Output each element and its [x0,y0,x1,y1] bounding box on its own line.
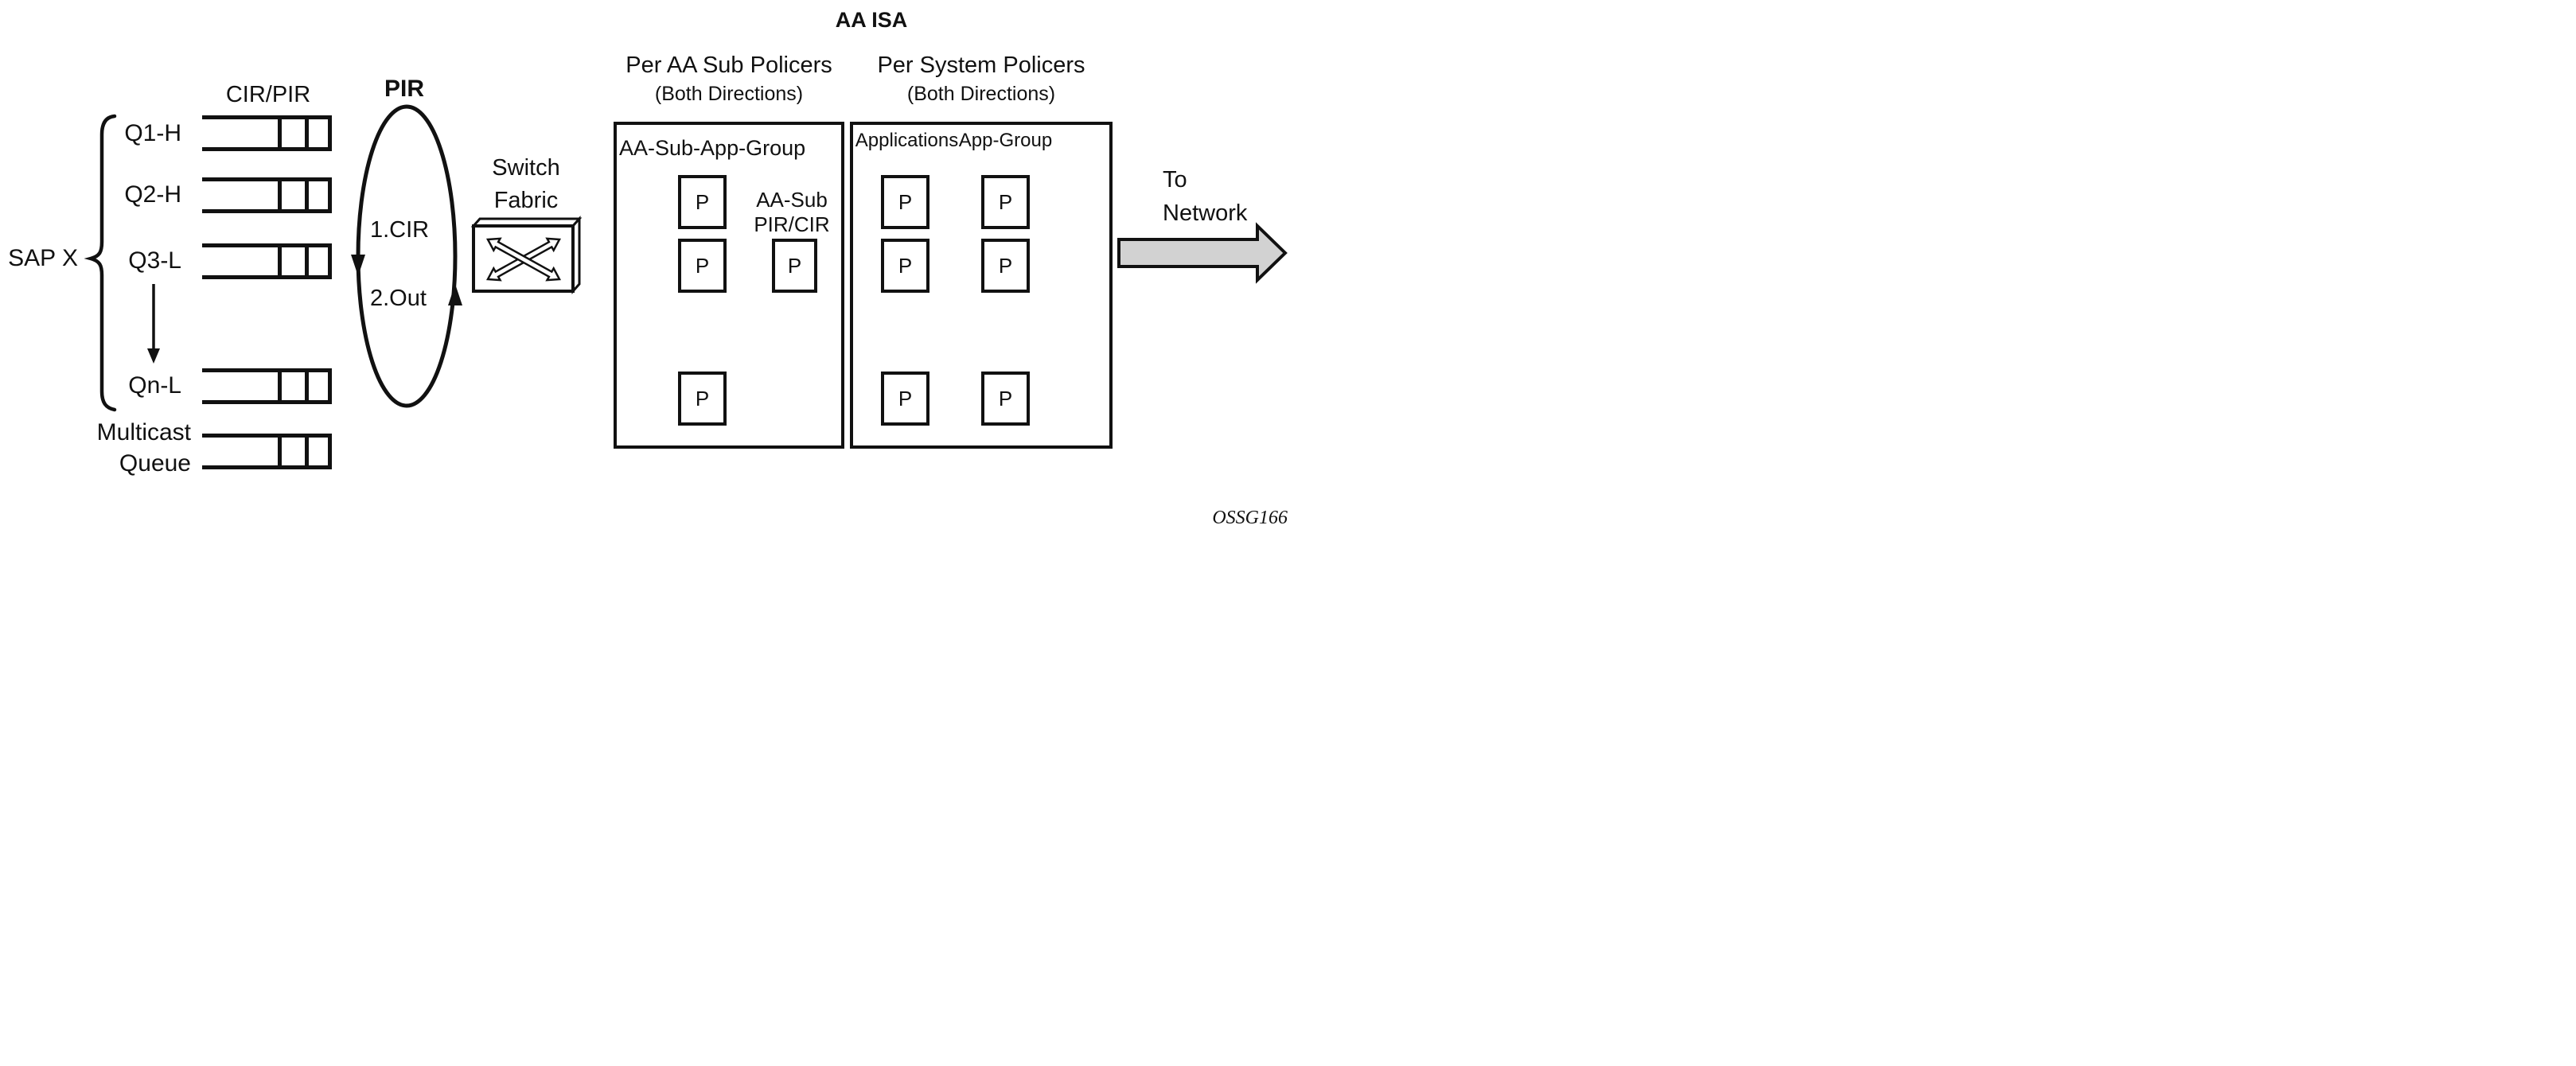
pir-scheduler-loop [351,104,462,408]
policer-letter: P [898,253,913,278]
policer-box: P [678,372,727,426]
queue-cell-divider [305,247,309,275]
app-group-column-label: App-Group [958,130,1053,151]
queue-cell-divider [305,181,309,209]
queue-label-qn: Qn-L [128,372,181,399]
system-policers-heading: Per System Policers [877,53,1085,78]
policer-box: P [981,175,1030,229]
queue-qn [202,368,332,404]
queue-q1 [202,115,332,151]
policer-box: P [678,239,727,293]
policer-box: P [772,239,817,293]
queue-cell-divider [305,119,309,147]
aa-sub-pir-cir-label-line2: PIR/CIR [754,212,830,236]
to-network-label: To Network [1163,163,1247,230]
cir-pir-header: CIR/PIR [225,82,311,107]
diagram-canvas: AA ISA Per AA Sub Policers (Both Directi… [0,0,1288,533]
policer-letter: P [695,189,710,214]
pir-scheduler-title: PIR [384,76,424,102]
policer-box: P [981,239,1030,293]
policer-letter: P [695,253,710,278]
queue-cell-divider [305,438,309,465]
queue-cell-divider [278,119,282,147]
aa-sub-policers-heading: Per AA Sub Policers [625,53,832,78]
queue-multicast [202,434,332,469]
scheduler-step1-label: 1.CIR [370,217,430,243]
policer-letter: P [898,189,913,214]
diagram-title: AA ISA [835,8,908,32]
loop-arrowhead-up-icon [448,284,462,305]
switch-fabric-label-line2: Fabric [493,188,559,213]
policer-letter: P [998,386,1013,410]
queue-label-q1: Q1-H [124,120,181,146]
policer-box: P [981,372,1030,426]
multicast-queue-label-line1: Multicast [96,419,191,445]
multicast-queue-label-line2: Queue [119,450,191,477]
system-policers-subheading: (Both Directions) [906,83,1056,105]
loop-arrowhead-down-icon [351,255,365,276]
policer-box: P [881,372,929,426]
policer-box: P [678,175,727,229]
aa-sub-pir-cir-label: AA-Sub PIR/CIR [740,188,844,237]
queue-cell-divider [278,181,282,209]
applications-column-label: Applications [855,130,959,151]
queue-cell-divider [305,372,309,400]
crossbar-arrow-icon [485,237,562,282]
queue-cell-divider [278,247,282,275]
switch-fabric-label: Switch Fabric [470,152,582,217]
policer-box: P [881,175,929,229]
aa-sub-app-group-label: AA-Sub-App-Group [619,136,806,160]
switch-fabric-label-line1: Switch [492,155,560,181]
queue-cell-divider [278,372,282,400]
aa-sub-policers-subheading: (Both Directions) [654,83,804,105]
queue-q3 [202,243,332,279]
policer-letter: P [695,386,710,410]
policer-box: P [881,239,929,293]
queue-label-q2: Q2-H [124,181,181,208]
crossbar-arrow-icon [485,237,562,282]
policer-letter: P [998,253,1013,278]
policer-letter: P [787,253,802,278]
to-network-label-line2: Network [1163,200,1248,226]
policer-letter: P [998,189,1013,214]
policer-letter: P [898,386,913,410]
aa-sub-pir-cir-label-line1: AA-Sub [756,188,828,212]
queue-continuation-arrow [147,284,160,364]
to-network-arrow-icon [1117,222,1288,284]
queue-q2 [202,177,332,213]
sap-label: SAP X [8,245,78,271]
queue-label-q3: Q3-L [128,247,181,274]
to-network-label-line1: To [1163,167,1187,193]
queue-cell-divider [278,438,282,465]
multicast-queue-label: Multicast Queue [48,417,191,479]
switch-fabric-icon [470,216,583,294]
scheduler-step2-label: 2.Out [370,286,427,311]
figure-id: OSSG166 [1212,508,1288,528]
